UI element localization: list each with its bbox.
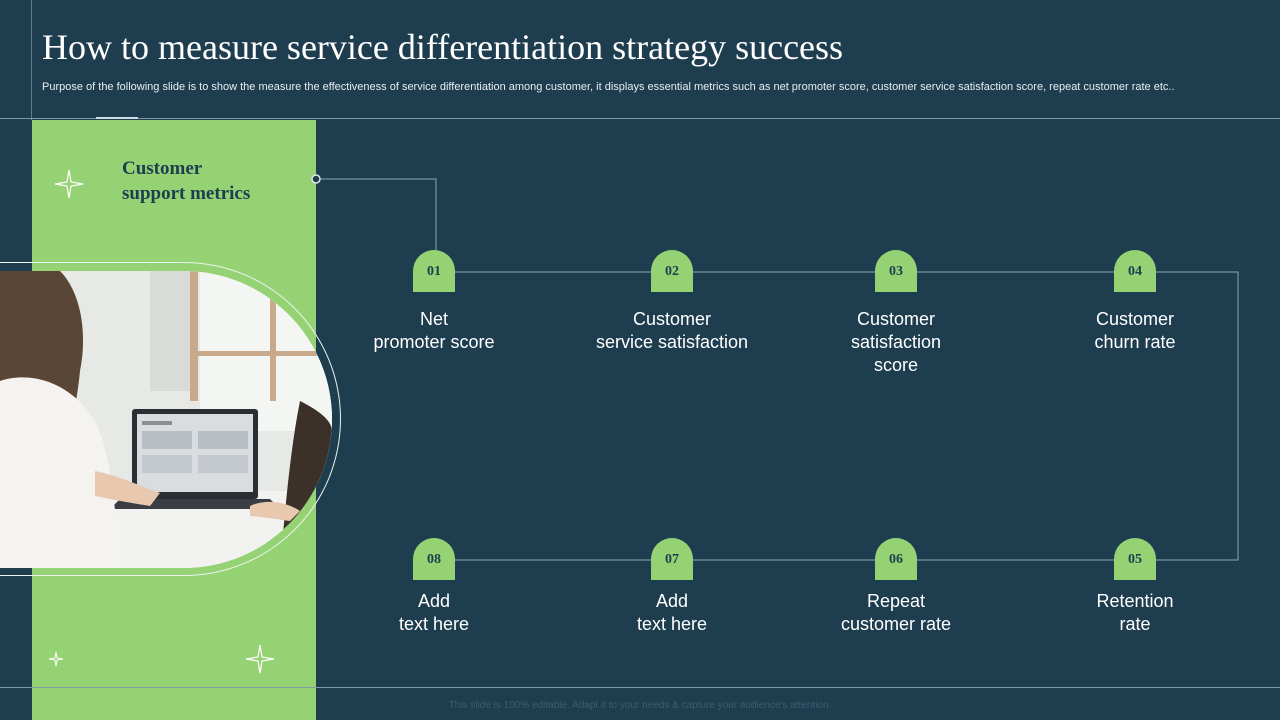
step-label-05: Retention rate [1096, 591, 1174, 634]
footer-note: This slide is 100% editable. Adapt it to… [448, 700, 832, 711]
panel-title-line1: Customer [122, 158, 203, 179]
step-label-04: Customer churn rate [1094, 309, 1176, 352]
step-badge-06: 06 [875, 538, 917, 580]
panel-title-line2: support metrics [122, 183, 251, 204]
step-label-07: Add text here [636, 591, 708, 634]
step-label-02: Customer service satisfaction [595, 309, 749, 352]
slide-title: How to measure service differentiation s… [42, 27, 844, 67]
step-badge-03: 03 [875, 250, 917, 292]
step-badge-08: 08 [413, 538, 455, 580]
divider-accent [96, 117, 138, 119]
step-label-03: Customer satisfaction score [850, 309, 942, 375]
slide-subtitle: Purpose of the following slide is to sho… [42, 81, 1175, 93]
step-label-01: Net promoter score [373, 309, 495, 352]
step-badge-07: 07 [651, 538, 693, 580]
divider-top [0, 118, 1280, 119]
sparkle-icon [245, 644, 275, 674]
photo-ring [0, 262, 341, 576]
sparkle-icon [54, 169, 84, 199]
frame-line [31, 0, 32, 120]
step-label-08: Add text here [398, 591, 470, 634]
step-badge-04: 04 [1114, 250, 1156, 292]
photo-frame [0, 262, 341, 576]
step-label-06: Repeat customer rate [840, 591, 952, 634]
step-badge-01: 01 [413, 250, 455, 292]
panel-title: Customer support metrics [122, 156, 250, 206]
step-badge-02: 02 [651, 250, 693, 292]
laptop-photo [0, 271, 332, 568]
divider-bottom [0, 687, 1280, 688]
sparkle-icon [48, 651, 64, 667]
step-badge-05: 05 [1114, 538, 1156, 580]
